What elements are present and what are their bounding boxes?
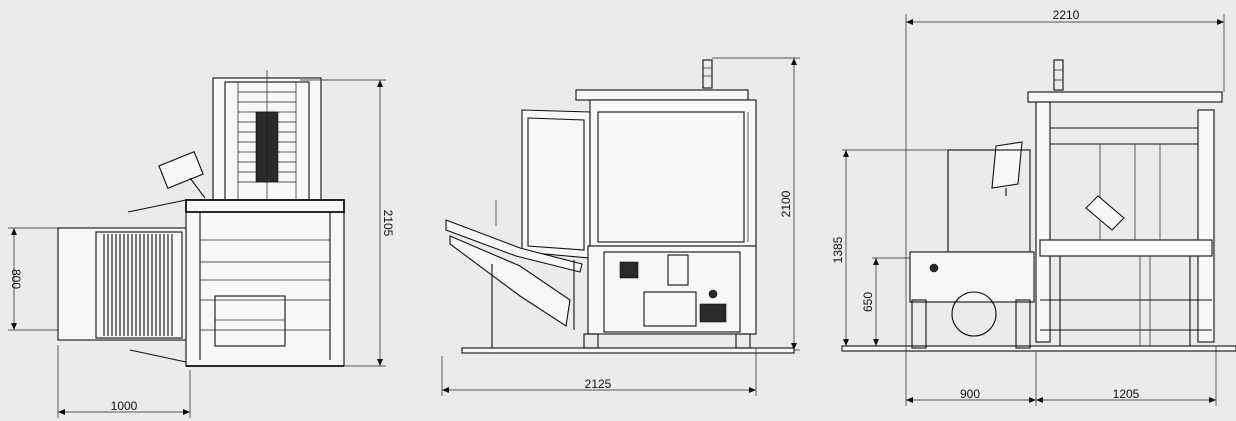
dim-right-infeed-length: 900 [960, 387, 980, 401]
middle-dimensions [441, 57, 800, 396]
dim-right-total: 2210 [1053, 8, 1080, 22]
dim-left-depth: 1000 [111, 399, 138, 413]
right-dimensions [842, 14, 1225, 406]
dim-right-height-top: 1385 [831, 236, 845, 263]
dim-middle-length: 2125 [585, 377, 612, 391]
infeed-slats [103, 234, 173, 336]
dim-left-width: 800 [9, 269, 23, 289]
dim-left-height: 2105 [381, 210, 395, 237]
left-dimensions [8, 79, 386, 418]
dim-right-body-length: 1205 [1113, 387, 1140, 401]
middle-machine-view [445, 59, 795, 354]
right-machine-view [841, 59, 1236, 352]
dim-right-height-infeed: 650 [861, 292, 875, 312]
dim-middle-height: 2100 [779, 190, 793, 217]
left-machine-view [57, 70, 345, 367]
